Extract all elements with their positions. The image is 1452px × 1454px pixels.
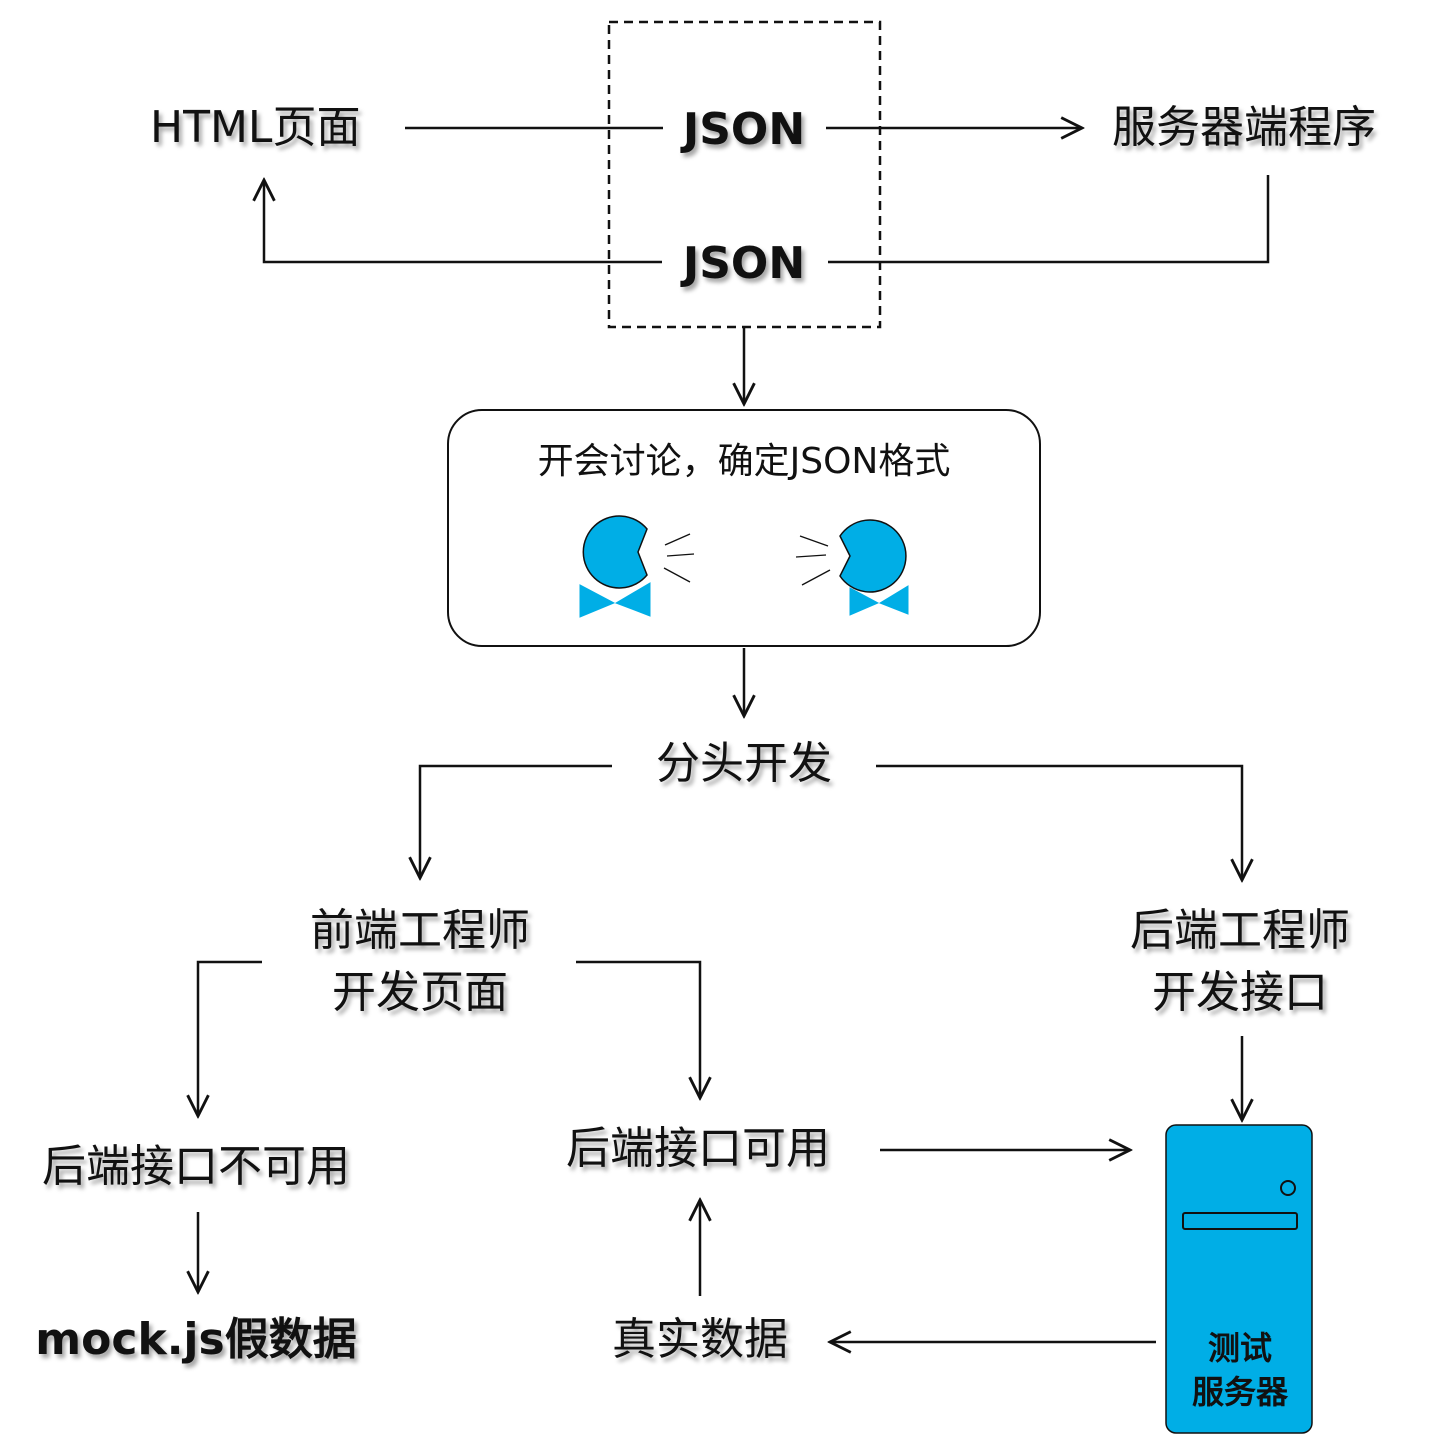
connector-server-to-json <box>828 175 1270 264</box>
json-boundary-dashed-box <box>607 20 882 329</box>
mock-data-label: mock.js假数据 <box>35 1314 357 1365</box>
json-response-label: JSON <box>682 238 806 289</box>
server-tower-icon <box>1165 1124 1313 1434</box>
split-development-label: 分头开发 <box>656 738 832 789</box>
pacman-person-icon <box>579 515 651 618</box>
arrow-split-to-frontend <box>420 764 612 878</box>
backend-engineer-label: 后端工程师 开发接口 <box>1130 900 1350 1024</box>
backend-unavailable-label: 后端接口不可用 <box>42 1141 350 1192</box>
frontend-line2: 开发页面 <box>332 967 508 1018</box>
speech-lines-icon <box>663 533 695 583</box>
speech-lines-icon <box>795 535 831 586</box>
meeting-box <box>447 409 1041 647</box>
backend-line1: 后端工程师 <box>1130 905 1350 956</box>
arrow-frontend-to-unavailable <box>198 960 262 1116</box>
frontend-line1: 前端工程师 <box>310 905 530 956</box>
arrow-json-to-html <box>264 180 662 264</box>
real-data-label: 真实数据 <box>612 1314 788 1365</box>
html-page-label: HTML页面 <box>150 102 361 153</box>
backend-available-label: 后端接口可用 <box>566 1123 830 1174</box>
arrow-frontend-to-available <box>576 960 700 1098</box>
meeting-title: 开会讨论，确定JSON格式 <box>537 441 951 482</box>
json-request-label: JSON <box>682 104 806 155</box>
server-program-label: 服务器端程序 <box>1112 102 1376 153</box>
pacman-person-icon <box>839 519 909 616</box>
test-server-label: 测试 服务器 <box>1192 1326 1288 1414</box>
backend-line2: 开发接口 <box>1152 967 1328 1018</box>
test-server-line1: 测试 <box>1207 1329 1273 1367</box>
arrow-split-to-backend <box>876 764 1242 880</box>
frontend-engineer-label: 前端工程师 开发页面 <box>310 900 530 1024</box>
test-server-line2: 服务器 <box>1191 1373 1289 1411</box>
